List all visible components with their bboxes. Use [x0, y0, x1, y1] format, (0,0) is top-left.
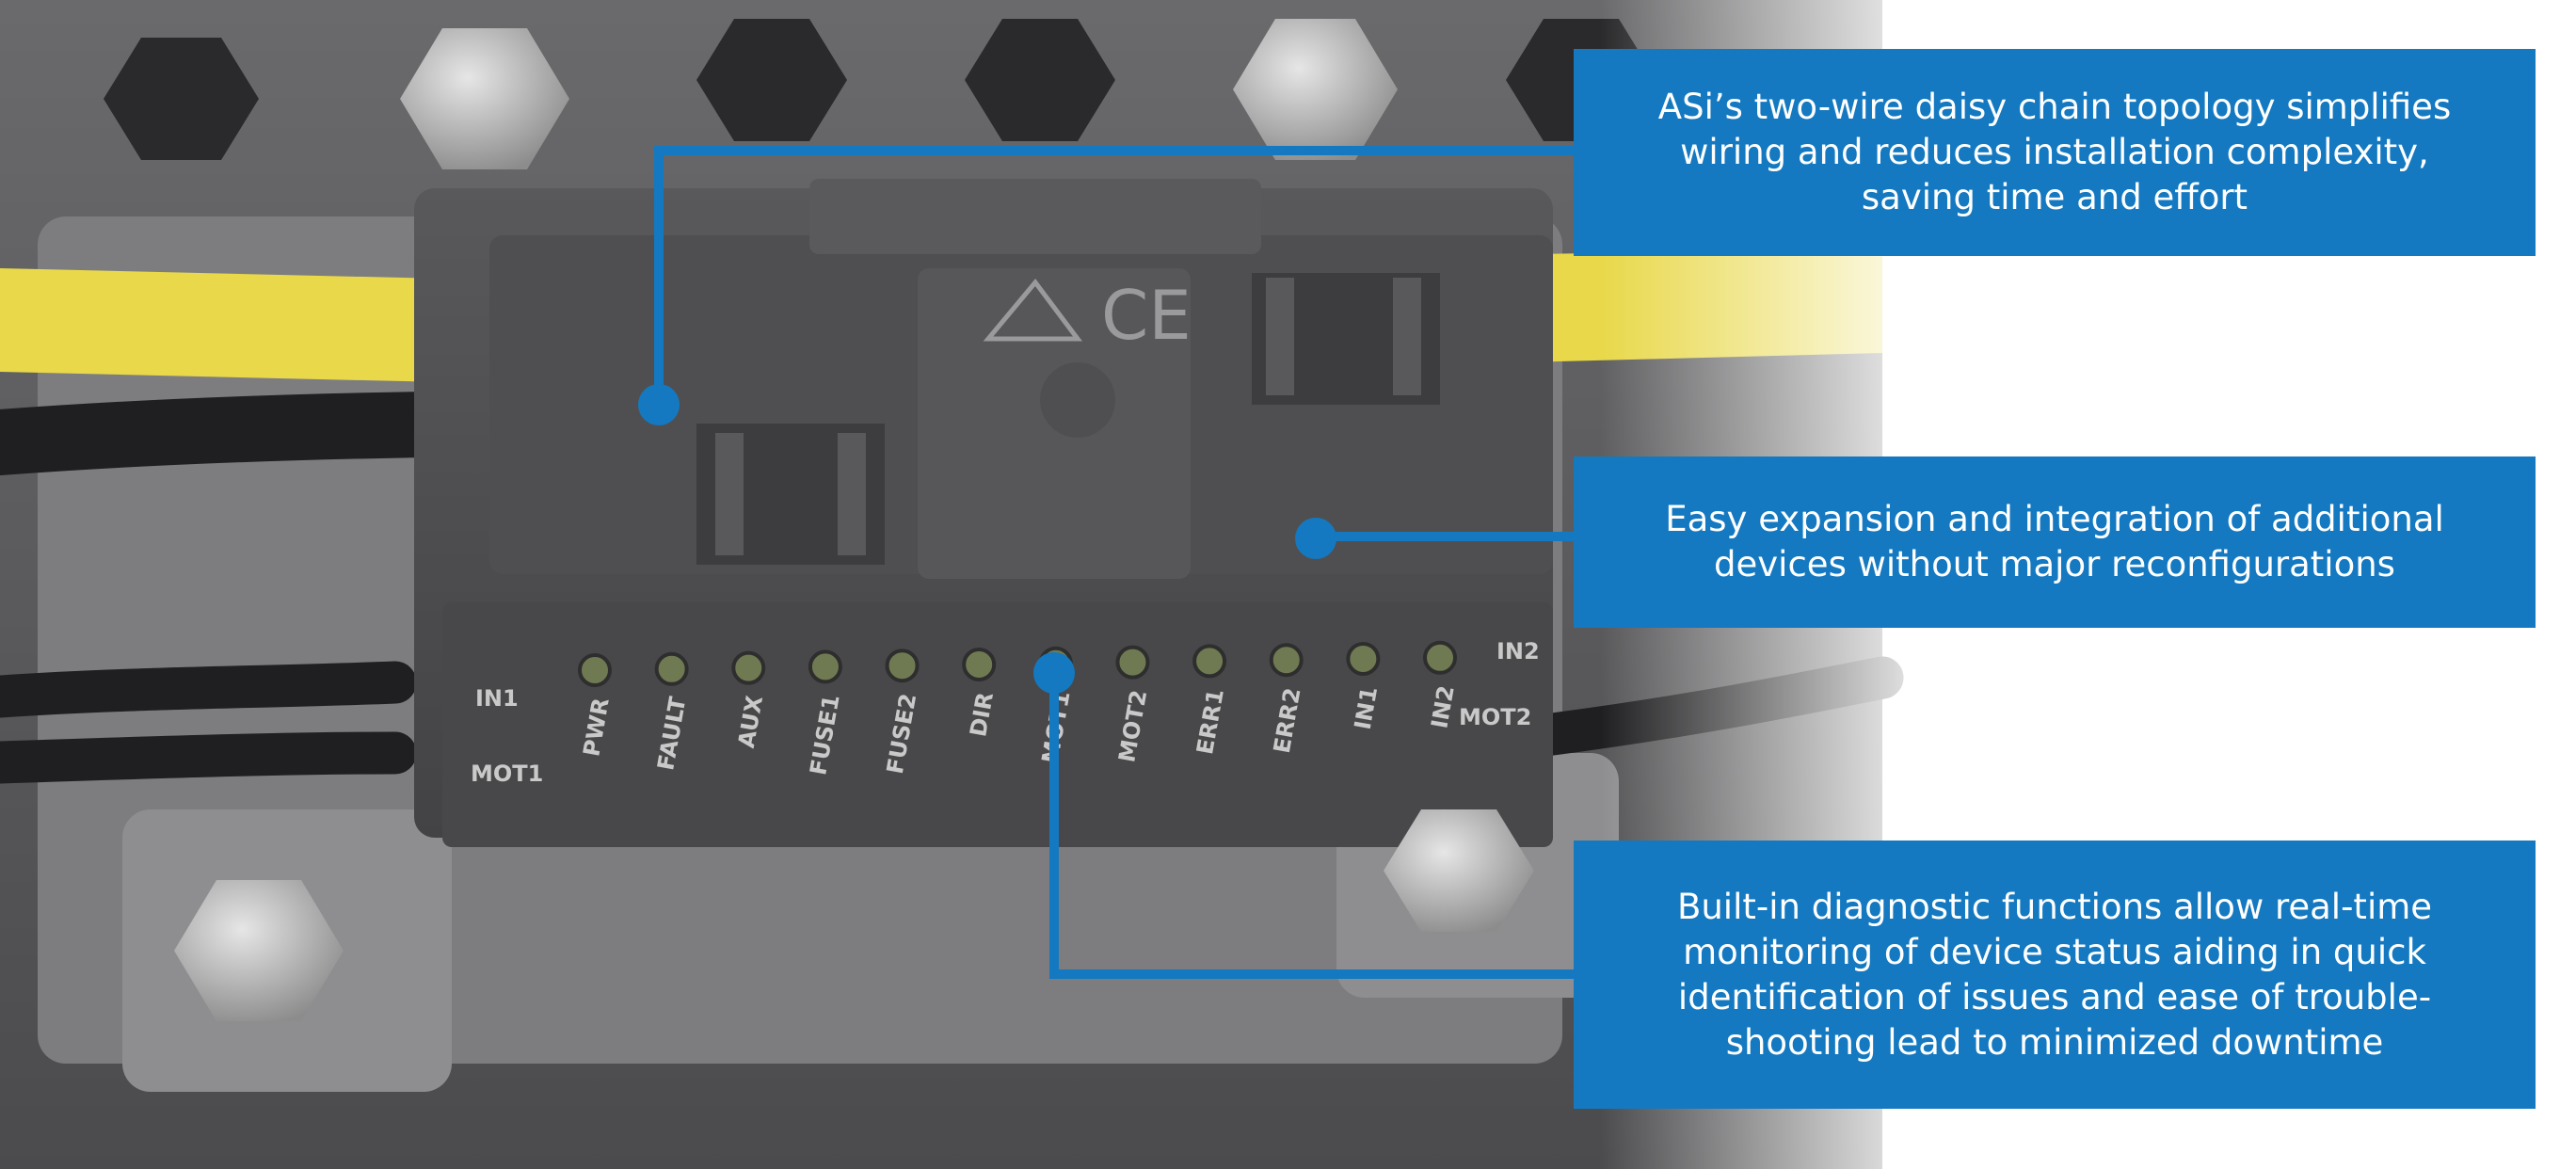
top-bolts [400, 19, 1398, 169]
callout-dot-2 [1295, 518, 1336, 559]
side-label-mot1: MOT1 [471, 761, 543, 787]
led-dir [962, 648, 997, 681]
led-in1 [1346, 642, 1381, 676]
led-err2 [1269, 643, 1304, 678]
side-label-in2: IN2 [1496, 638, 1540, 665]
callout-expansion: Easy expansion and integration of additi… [1574, 456, 2536, 628]
callout-diagnostics: Built-in diagnostic functions allow real… [1574, 841, 2536, 1109]
side-label-mot2: MOT2 [1459, 704, 1531, 730]
led-aux [731, 650, 766, 685]
led-fault [654, 651, 689, 686]
callout-daisy-chain: ASi’s two-wire daisy chain topology simp… [1574, 49, 2536, 256]
led-pwr [578, 653, 612, 687]
led-err1 [1192, 644, 1227, 679]
ce-mark: CE [1101, 276, 1192, 355]
led-fuse1 [808, 649, 842, 684]
bottom-bolts [174, 809, 1534, 1021]
side-labels: IN1 MOT1 IN2 MOT2 [471, 638, 1540, 787]
callout-leaders [654, 146, 1576, 979]
side-label-in1: IN1 [475, 685, 519, 712]
callout-dot-3 [1033, 652, 1075, 694]
led-fuse2 [885, 649, 920, 683]
callout-dots [638, 384, 1336, 694]
led-in2 [1423, 640, 1457, 675]
led-mot2 [1115, 645, 1150, 680]
callout-dot-1 [638, 384, 680, 425]
